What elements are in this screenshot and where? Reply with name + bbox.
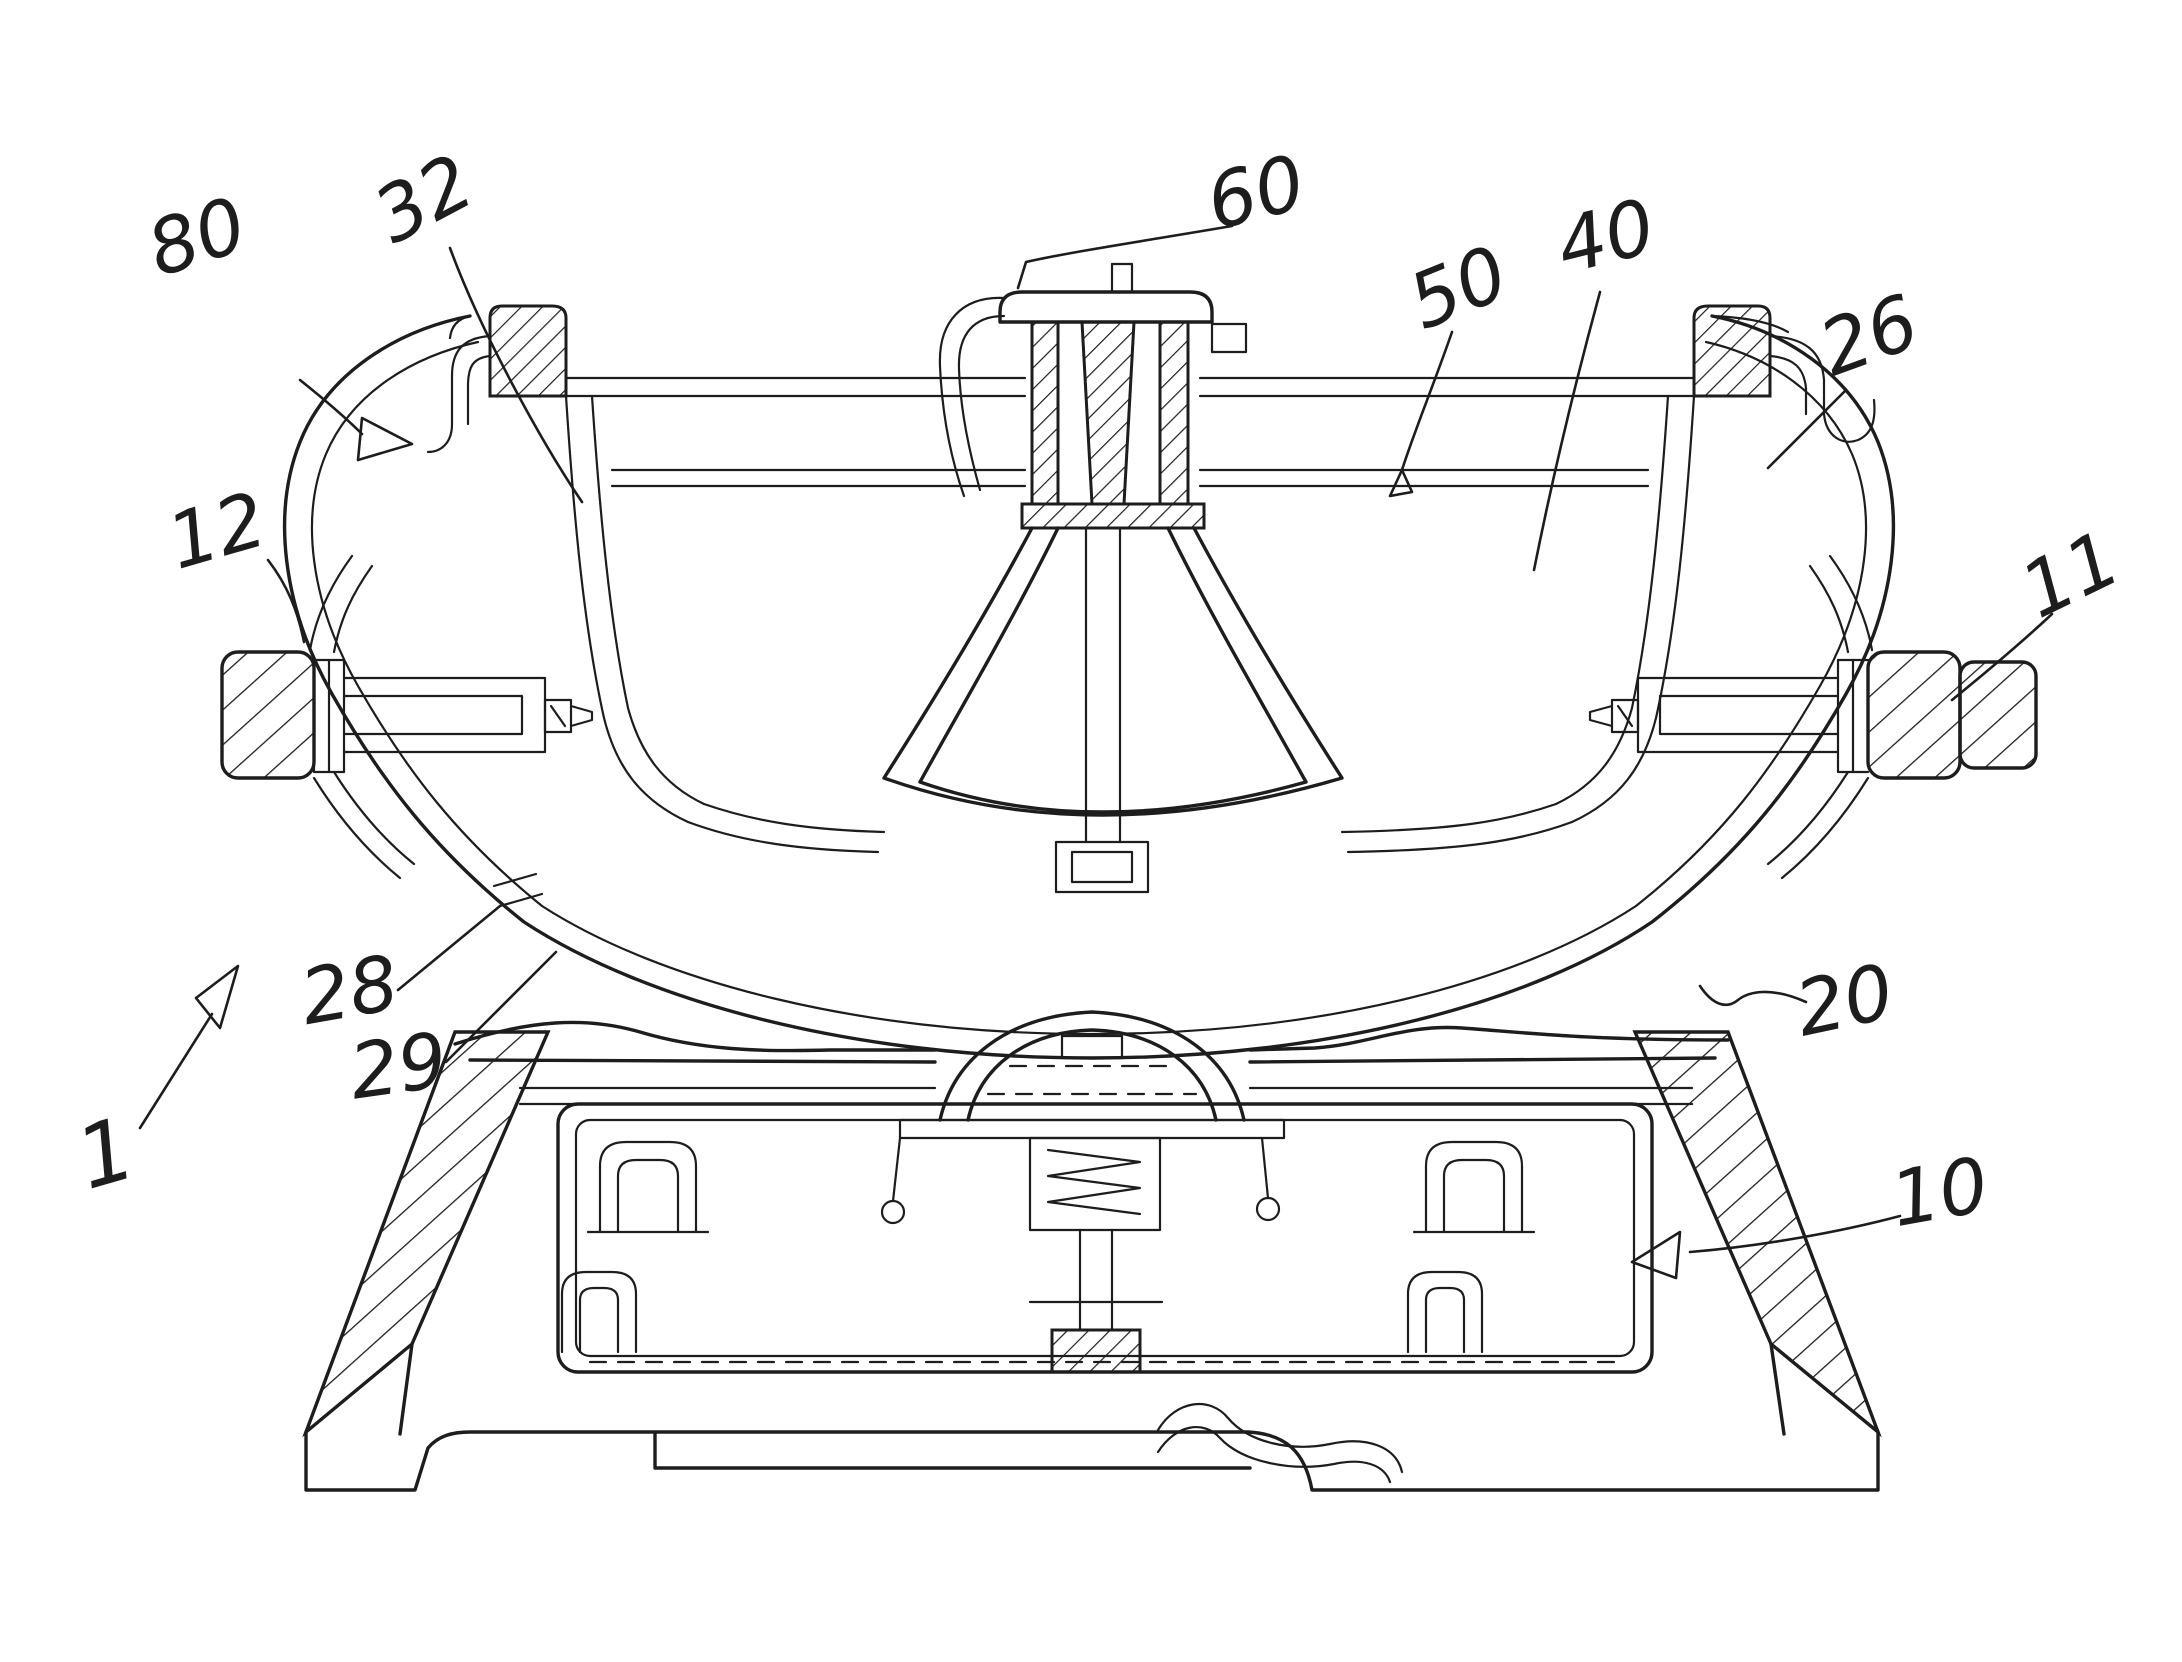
ref-label-12: 12 <box>158 474 276 586</box>
bowl-bottom-tab <box>1060 1034 1124 1060</box>
inner-box-inner <box>574 1118 1636 1358</box>
column-foot-band <box>1020 502 1206 530</box>
left-rim-hook <box>426 304 568 454</box>
right-trunnion-block <box>1866 650 1962 780</box>
right-trunnion-brackets <box>1766 554 1874 880</box>
outer-bowl <box>282 314 1896 1060</box>
column-bell <box>882 526 1344 817</box>
mechanism-lower-box <box>1050 1328 1142 1374</box>
inner-pot-rim-bands <box>564 376 1696 488</box>
leader-20 <box>1698 984 1808 1007</box>
mechanism-roller-right <box>1255 1196 1281 1222</box>
power-cord <box>1156 1402 1404 1484</box>
ref-label-26: 26 <box>1808 277 1929 394</box>
ref-label-20: 20 <box>1788 946 1901 1053</box>
platform-boss-right <box>1412 1140 1536 1234</box>
right-rim-hatch <box>1692 304 1772 398</box>
right-rim-flange <box>1710 314 1876 443</box>
base-platform <box>518 1086 1694 1106</box>
leader-28 <box>396 904 502 992</box>
leader-80 <box>298 378 364 436</box>
inner-pot <box>564 376 1696 854</box>
lower-bracket-right <box>1406 1270 1484 1354</box>
right-trunnion <box>1588 554 2038 880</box>
leader-11 <box>1950 612 2054 702</box>
leader-26 <box>1766 388 1848 470</box>
spring-coil <box>1046 1148 1142 1216</box>
ref-label-29: 29 <box>344 1015 452 1117</box>
mechanism-roller-left <box>880 1199 906 1225</box>
column-shaft-hub <box>1054 526 1150 894</box>
leader-60 <box>1016 224 1234 290</box>
left-trunnion-plate <box>312 658 346 774</box>
column-spout-curl <box>938 296 1006 498</box>
leader-40 <box>1532 290 1602 572</box>
left-axle <box>342 676 547 754</box>
ref-label-10: 10 <box>1884 1140 1995 1244</box>
column-post-left <box>1030 320 1060 506</box>
leader-50 <box>1400 330 1454 472</box>
ref-label-28: 28 <box>294 938 405 1042</box>
ref-label-1: 1 <box>66 1099 146 1210</box>
platform-boss-left <box>586 1140 710 1234</box>
base-wall-right <box>1632 1030 1882 1438</box>
column-top-pin <box>1110 262 1134 294</box>
inner-pot-walls <box>564 394 1696 824</box>
arrowhead-10 <box>1630 1230 1682 1280</box>
right-trunnion-flange <box>1958 660 2038 770</box>
arrowhead-1 <box>194 964 240 1030</box>
ref-label-60: 60 <box>1198 137 1313 247</box>
leader-32 <box>448 246 584 504</box>
center-dome <box>938 1010 1246 1122</box>
mechanism-plate <box>898 1118 1286 1140</box>
leader-12 <box>266 558 306 644</box>
left-trunnion-brackets <box>308 554 416 880</box>
leader-lines <box>138 224 2054 1280</box>
leader-1 <box>138 1012 214 1130</box>
lower-bracket-left <box>560 1270 638 1354</box>
ref-label-32: 32 <box>360 137 487 261</box>
mechanism-roller-links <box>891 1136 1270 1203</box>
wall-layer-ticks <box>492 872 544 908</box>
column-cap <box>998 290 1214 324</box>
mechanism-shaft <box>1028 1228 1164 1332</box>
base-bottom-outline <box>304 1342 1880 1492</box>
left-rim-hatch <box>488 304 568 398</box>
base-top-rim <box>453 1020 1730 1064</box>
arrowhead-80 <box>356 416 414 462</box>
ref-label-50: 50 <box>1397 228 1520 347</box>
left-rim-flange <box>426 314 492 454</box>
right-rim-hook <box>1692 304 1876 443</box>
leader-29 <box>444 950 558 1064</box>
column-post-right <box>1158 320 1190 506</box>
outer-bowl-wall-inner <box>310 340 1868 1036</box>
column-side-tab <box>1210 322 1248 354</box>
central-column <box>882 262 1344 894</box>
center-dome-shading <box>986 1064 1198 1096</box>
inner-pot-bottom <box>686 802 1574 854</box>
ref-label-40: 40 <box>1548 181 1663 291</box>
leader-10 <box>1688 1214 1902 1254</box>
spring-block <box>1028 1136 1162 1232</box>
right-trunnion-plate <box>1836 658 1870 774</box>
left-axle-screw <box>543 698 594 734</box>
left-trunnion <box>220 554 594 880</box>
arrowhead-50 <box>1388 468 1414 498</box>
ref-label-80: 80 <box>137 180 256 295</box>
left-trunnion-block <box>220 650 316 780</box>
column-post-mid <box>1080 320 1136 506</box>
right-axle-screw <box>1588 698 1640 734</box>
ref-label-11: 11 <box>2007 513 2133 635</box>
base-housing <box>302 1010 1882 1492</box>
right-axle <box>1636 676 1840 754</box>
reference-numerals: 80 32 60 50 40 26 12 11 28 29 1 20 10 <box>66 137 2133 1245</box>
